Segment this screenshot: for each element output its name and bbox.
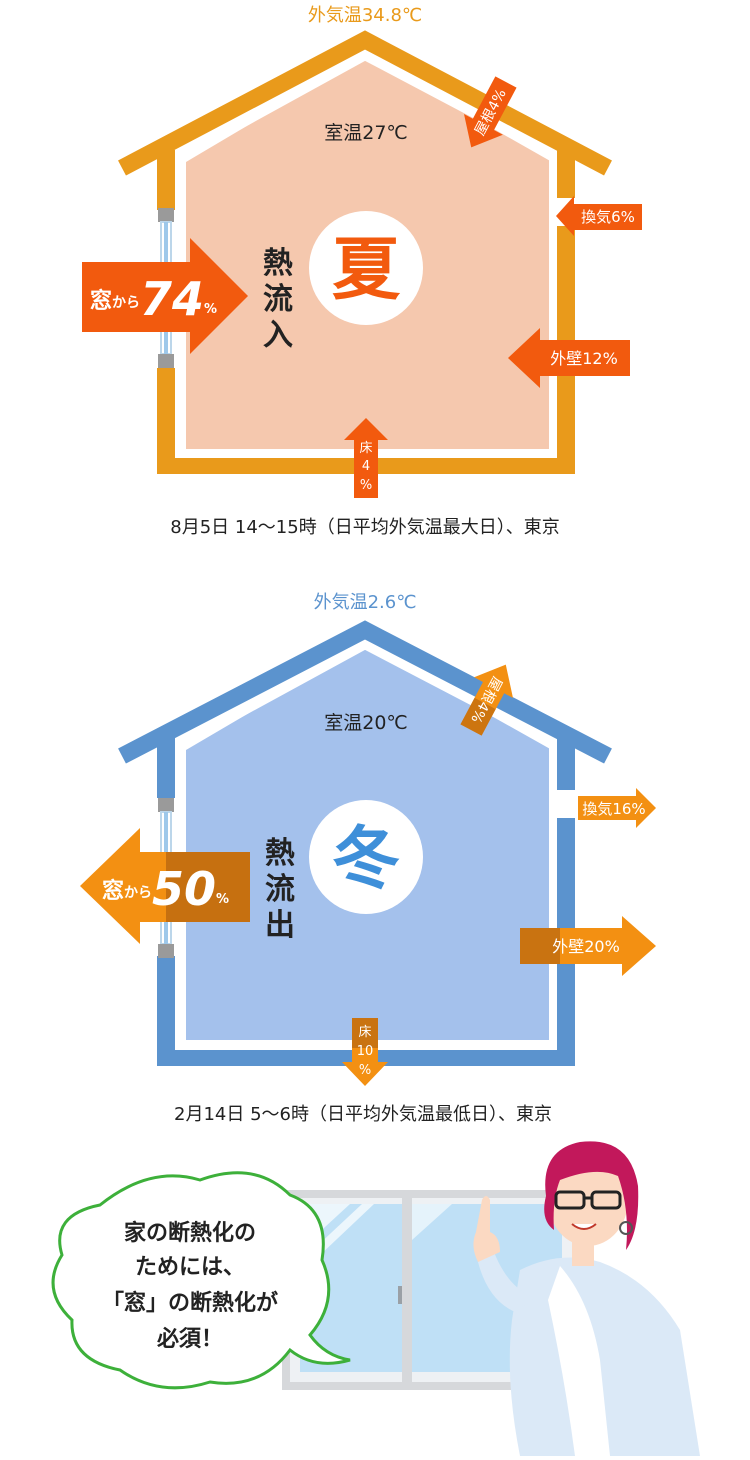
summer-room-temp: 室温27℃ xyxy=(324,122,408,144)
winter-outside-temp: 外気温2.6℃ xyxy=(314,592,417,613)
summer-window-prefix: 窓 xyxy=(90,288,112,314)
speech-bubble-shape xyxy=(51,1171,351,1390)
svg-text:窓から74%: 窓から74% xyxy=(90,272,217,326)
speech-bubble: 家の断熱化の ためには、 「窓」の断熱化が 必須！ xyxy=(51,1171,351,1390)
winter-wall-label: 外壁20% xyxy=(552,937,620,956)
svg-text:窓から50%: 窓から50% xyxy=(102,862,229,916)
winter-ventilation-label: 換気16% xyxy=(582,800,645,818)
summer-ventilation-arrow: 換気6% xyxy=(556,196,642,236)
summer-flow-char-1: 熱 xyxy=(263,246,293,281)
winter-floor-char-2: 10 xyxy=(357,1044,374,1059)
summer-house: 外気温34.8℃ 夏 室温27℃ 熱 流 入 xyxy=(82,5,642,538)
summer-roof-frame xyxy=(118,30,612,176)
summer-ventilation-label: 換気6% xyxy=(581,208,635,226)
winter-window-value: 50 xyxy=(152,862,216,916)
summer-left-wall-top xyxy=(157,150,175,210)
winter-room-temp: 室温20℃ xyxy=(324,712,408,734)
bubble-line-4: 必須！ xyxy=(157,1326,223,1352)
summer-window-arrow: 窓から74% xyxy=(82,238,248,354)
winter-window-prefix: 窓 xyxy=(102,878,124,904)
summer-wall-arrow: 外壁12% xyxy=(508,328,630,388)
summer-outside-temp: 外気温34.8℃ xyxy=(308,5,422,26)
summer-floor-char-3: % xyxy=(360,478,372,493)
summer-season-circle xyxy=(309,211,423,325)
summer-season-label: 夏 xyxy=(332,231,401,310)
summer-caption: 8月5日 14～15時（日平均外気温最大日）、東京 xyxy=(170,517,559,538)
summer-floor-arrow: 床 4 % xyxy=(344,418,388,498)
summer-window-kara: から xyxy=(112,295,140,311)
winter-season-label: 冬 xyxy=(332,820,400,899)
winter-left-wall-bottom xyxy=(157,956,175,1066)
presenter-woman xyxy=(473,1141,700,1456)
winter-caption: 2月14日 5～6時（日平均外気温最低日）、東京 xyxy=(174,1104,552,1125)
winter-right-wall-top xyxy=(557,738,575,790)
winter-floor-char-3: % xyxy=(359,1063,371,1078)
summer-floor-char-2: 4 xyxy=(362,459,370,474)
winter-heat-flow-label: 熱 流 出 xyxy=(265,836,295,943)
summer-window-unit: % xyxy=(204,302,217,317)
winter-season-circle xyxy=(309,800,423,914)
summer-flow-char-2: 流 xyxy=(263,282,293,317)
summer-flow-char-3: 入 xyxy=(263,318,293,353)
winter-wall-arrow: 外壁20% xyxy=(520,916,656,976)
summer-right-wall-top xyxy=(557,150,575,198)
winter-flow-char-2: 流 xyxy=(265,872,295,907)
winter-left-wall-top xyxy=(157,738,175,798)
winter-flow-char-1: 熱 xyxy=(265,836,295,871)
summer-window-value: 74 xyxy=(140,272,204,326)
winter-floor-char-1: 床 xyxy=(358,1025,371,1040)
winter-ventilation-arrow: 換気16% xyxy=(578,788,656,828)
bubble-line-1: 家の断熱化の xyxy=(124,1220,256,1246)
summer-heat-flow-label: 熱 流 入 xyxy=(263,246,293,353)
bubble-line-2: ためには、 xyxy=(135,1255,245,1280)
bubble-line-3: 「窓」の断熱化が xyxy=(102,1290,278,1316)
summer-wall-label: 外壁12% xyxy=(550,349,618,368)
winter-window-arrow: 窓から50% xyxy=(80,828,250,944)
winter-floor-arrow: 床 10 % xyxy=(342,1018,388,1086)
winter-house: 外気温2.6℃ 冬 室温20℃ 熱 流 出 xyxy=(80,592,656,1125)
summer-left-wall-bottom xyxy=(157,368,175,474)
summer-floor-char-1: 床 xyxy=(359,441,372,456)
winter-window-unit: % xyxy=(216,892,229,907)
winter-flow-char-3: 出 xyxy=(265,908,295,943)
winter-window-kara: から xyxy=(124,885,152,901)
winter-roof-frame xyxy=(118,620,612,764)
